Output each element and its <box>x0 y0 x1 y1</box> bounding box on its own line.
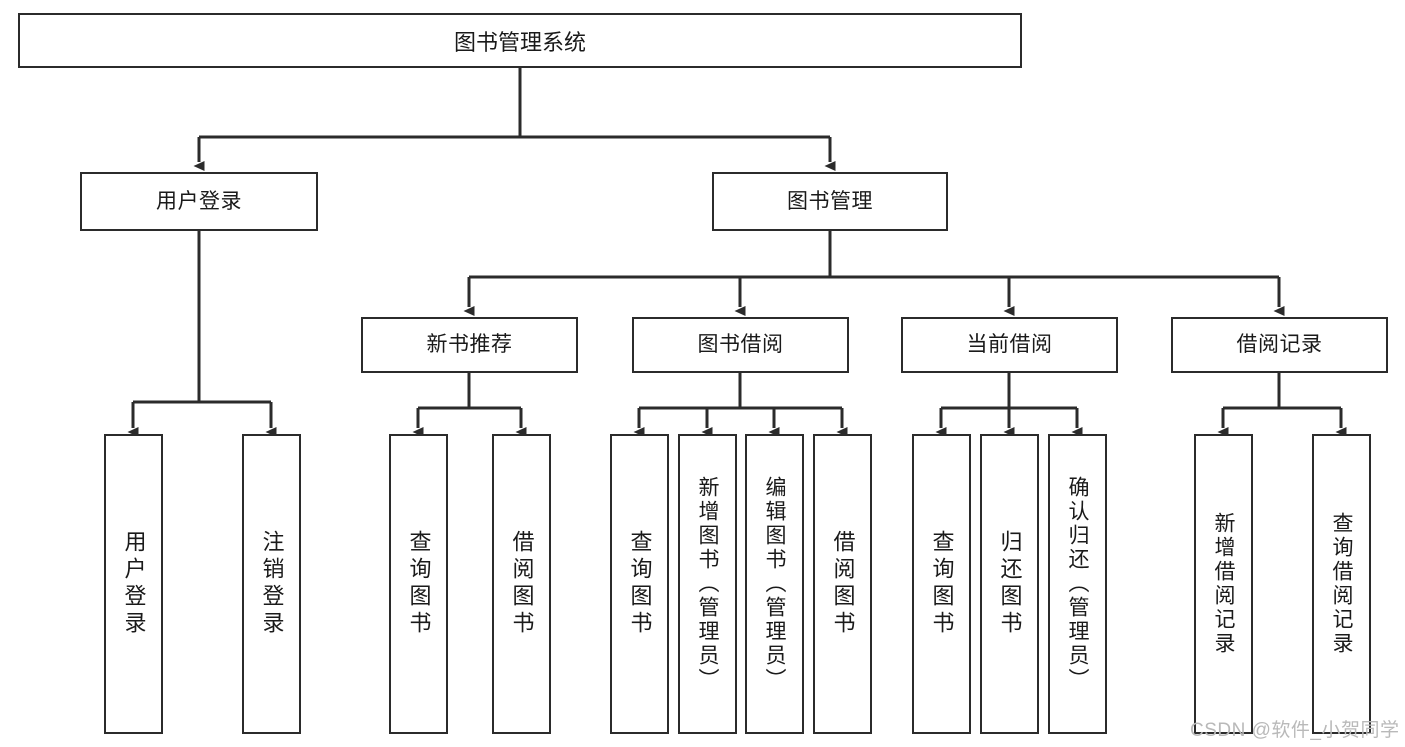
node-new-book-recommend[interactable]: 新书推荐 <box>361 317 578 373</box>
node-label: 借阅图书 <box>830 530 856 638</box>
node-label: 新增借阅记录 <box>1212 512 1235 656</box>
node-user-login[interactable]: 用户登录 <box>80 172 318 231</box>
leaf-user-login-logout[interactable]: 注销登录 <box>242 434 301 734</box>
node-label: 借阅图书 <box>509 530 535 638</box>
node-book-borrow[interactable]: 图书借阅 <box>632 317 849 373</box>
leaf-new-book-borrow[interactable]: 借阅图书 <box>492 434 551 734</box>
leaf-new-book-query[interactable]: 查询图书 <box>389 434 448 734</box>
leaf-current-query-book[interactable]: 查询图书 <box>912 434 971 734</box>
leaf-borrow-query-book[interactable]: 查询图书 <box>610 434 669 734</box>
node-label: 注销登录 <box>259 530 285 638</box>
leaf-current-confirm-return-admin[interactable]: 确认归还（管理员） <box>1048 434 1107 734</box>
leaf-borrow-borrow-book[interactable]: 借阅图书 <box>813 434 872 734</box>
node-label: 图书管理 <box>787 189 873 213</box>
node-root-system[interactable]: 图书管理系统 <box>18 13 1022 68</box>
node-label: 新书推荐 <box>426 333 513 357</box>
node-label: 归还图书 <box>997 530 1023 638</box>
leaf-record-query-record[interactable]: 查询借阅记录 <box>1312 434 1371 734</box>
node-book-management[interactable]: 图书管理 <box>712 172 948 231</box>
node-label: 图书管理系统 <box>453 29 586 55</box>
node-current-borrow[interactable]: 当前借阅 <box>901 317 1118 373</box>
node-label: 借阅记录 <box>1236 333 1323 357</box>
watermark-text: CSDN @软件_小贺同学 <box>1190 720 1400 741</box>
node-label: 查询图书 <box>406 530 432 638</box>
node-label: 查询图书 <box>929 530 955 638</box>
node-label: 当前借阅 <box>966 333 1053 357</box>
csdn-watermark: CSDN @软件_小贺同学 <box>1190 715 1399 742</box>
node-label: 用户登录 <box>156 189 242 213</box>
leaf-borrow-edit-book-admin[interactable]: 编辑图书（管理员） <box>745 434 804 734</box>
node-borrow-record[interactable]: 借阅记录 <box>1171 317 1388 373</box>
node-label: 查询借阅记录 <box>1330 512 1353 656</box>
node-label: 图书借阅 <box>697 333 784 357</box>
node-label: 用户登录 <box>121 530 147 638</box>
leaf-user-login-login[interactable]: 用户登录 <box>104 434 163 734</box>
leaf-current-return-book[interactable]: 归还图书 <box>980 434 1039 734</box>
node-label: 编辑图书（管理员） <box>763 476 786 692</box>
node-label: 确认归还（管理员） <box>1066 476 1089 692</box>
leaf-borrow-add-book-admin[interactable]: 新增图书（管理员） <box>678 434 737 734</box>
node-label: 新增图书（管理员） <box>696 476 719 692</box>
leaf-record-add-record[interactable]: 新增借阅记录 <box>1194 434 1253 734</box>
node-label: 查询图书 <box>627 530 653 638</box>
